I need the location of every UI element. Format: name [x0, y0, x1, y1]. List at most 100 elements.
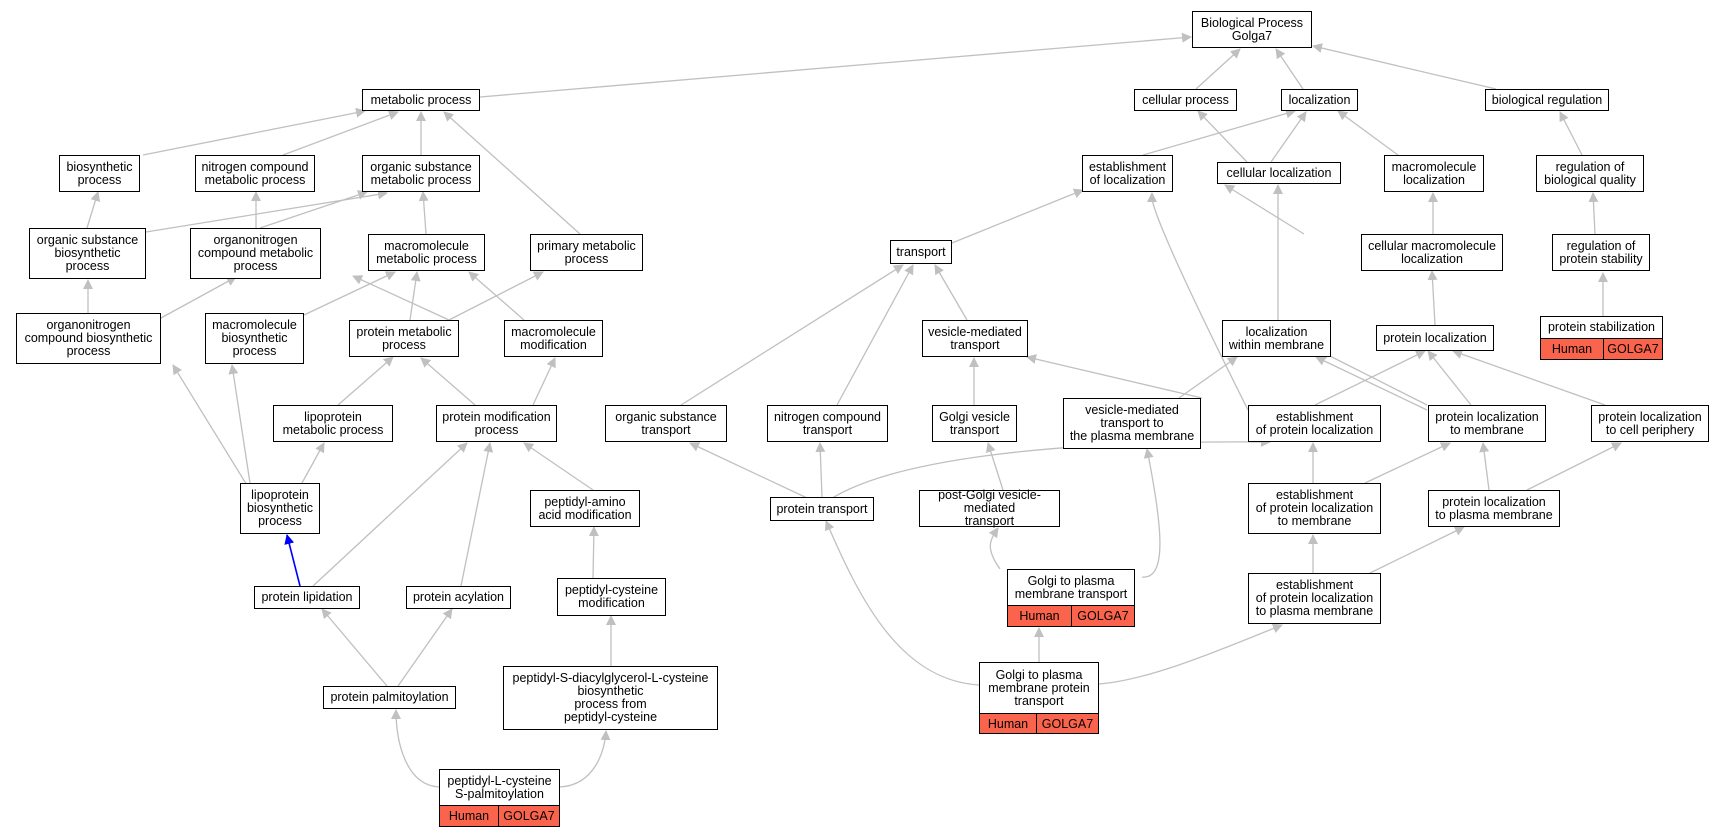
node-establishment-of-localization[interactable]: establishment of localization	[1082, 155, 1173, 192]
graph-edge	[1178, 356, 1238, 399]
node-transport[interactable]: transport	[890, 240, 952, 264]
node-vesicle-mediated-transport-pm[interactable]: vesicle-mediated transport to the plasma…	[1063, 398, 1201, 449]
node-protein-localization[interactable]: protein localization	[1376, 325, 1494, 351]
node-nitrogen-compound-transport[interactable]: nitrogen compound transport	[767, 405, 888, 442]
graph-edge	[1270, 111, 1307, 163]
node-peptidyl-l-cysteine-palmitoylation[interactable]: peptidyl-L-cysteine S-palmitoylation	[439, 769, 560, 806]
node-peptidyl-s-diacylglycerol[interactable]: peptidyl-S-diacylglycerol-L-cysteine bio…	[503, 666, 718, 730]
graph-edge	[680, 264, 904, 406]
graph-edge	[1098, 623, 1283, 685]
node-lipoprotein-metabolic[interactable]: lipoprotein metabolic process	[273, 405, 393, 442]
graph-edge	[1197, 110, 1248, 163]
node-protein-acylation[interactable]: protein acylation	[406, 586, 511, 609]
node-localization-within-membrane[interactable]: localization within membrane	[1222, 320, 1331, 357]
node-golgi-to-pm-transport[interactable]: Golgi to plasma membrane transport	[1007, 569, 1135, 606]
graph-edge	[1479, 442, 1490, 491]
node-macromolecule-metabolic[interactable]: macromolecule metabolic process	[368, 234, 485, 271]
node-biosynthetic-process[interactable]: biosynthetic process	[59, 155, 140, 192]
node-protein-stabilization[interactable]: protein stabilization	[1540, 316, 1663, 339]
graph-edge	[321, 608, 388, 687]
graph-edge	[352, 275, 450, 321]
graph-edge	[1364, 442, 1451, 484]
graph-edge	[443, 111, 581, 235]
node-protein-localization-membrane[interactable]: protein localization to membrane	[1428, 405, 1546, 442]
node-cellular-macromolecule-localization[interactable]: cellular macromolecule localization	[1361, 234, 1503, 271]
golgi-to-pm-transport-gene-badge: GOLGA7	[1071, 605, 1135, 627]
graph-edge	[301, 442, 325, 484]
node-vesicle-mediated-transport[interactable]: vesicle-mediated transport	[922, 320, 1028, 357]
node-macromolecule-modification[interactable]: macromolecule modification	[504, 320, 603, 357]
graph-edge	[1427, 350, 1472, 406]
node-protein-modification[interactable]: protein modification process	[436, 405, 557, 442]
node-macromolecule-localization[interactable]: macromolecule localization	[1384, 155, 1484, 192]
graph-edge	[824, 520, 980, 686]
graph-edge	[1369, 526, 1465, 574]
graph-edge	[337, 356, 394, 406]
node-cellular-process[interactable]: cellular process	[1134, 89, 1237, 111]
node-organic-substance-metabolic[interactable]: organic substance metabolic process	[362, 155, 480, 192]
graph-edge	[228, 364, 251, 484]
node-biological-process[interactable]: Biological Process Golga7	[1192, 11, 1312, 48]
node-protein-lipidation[interactable]: protein lipidation	[254, 586, 360, 609]
graph-edge	[988, 527, 1001, 570]
node-primary-metabolic[interactable]: primary metabolic process	[530, 234, 643, 271]
node-establishment-protein-localization-membrane[interactable]: establishment of protein localization to…	[1248, 483, 1381, 534]
node-establishment-protein-localization-pm[interactable]: establishment of protein localization to…	[1248, 573, 1381, 624]
node-protein-palmitoylation[interactable]: protein palmitoylation	[323, 686, 456, 709]
graph-edge	[1452, 349, 1606, 406]
graph-edge	[1312, 43, 1497, 90]
graph-edge	[448, 271, 544, 321]
peptidyl-l-cysteine-gene-badge: GOLGA7	[498, 805, 560, 827]
node-metabolic-process[interactable]: metabolic process	[362, 89, 480, 111]
node-localization[interactable]: localization	[1281, 89, 1358, 111]
graph-edge	[1559, 111, 1583, 156]
node-protein-transport[interactable]: protein transport	[770, 497, 874, 521]
graph-edge	[836, 264, 914, 406]
node-protein-localization-cell-periphery[interactable]: protein localization to cell periphery	[1591, 405, 1709, 442]
graph-edge	[985, 442, 1004, 491]
node-macromolecule-biosynthetic[interactable]: macromolecule biosynthetic process	[205, 313, 304, 364]
node-cellular-localization[interactable]: cellular localization	[1217, 162, 1341, 184]
node-biological-regulation[interactable]: biological regulation	[1485, 89, 1609, 111]
graph-edge	[1588, 192, 1599, 235]
node-organonitrogen-metabolic[interactable]: organonitrogen compound metabolic proces…	[190, 228, 321, 279]
graph-edge	[479, 32, 1192, 98]
node-lipoprotein-biosynthetic[interactable]: lipoprotein biosynthetic process	[240, 483, 320, 534]
graph-edge	[303, 271, 396, 316]
graph-edge	[1314, 350, 1426, 406]
graph-edge	[1526, 442, 1622, 491]
graph-edge	[815, 442, 826, 498]
node-post-golgi-transport[interactable]: post-Golgi vesicle-mediated transport	[919, 489, 1060, 528]
graph-edge	[397, 608, 453, 687]
node-nitrogen-compound-metabolic[interactable]: nitrogen compound metabolic process	[195, 155, 315, 192]
node-establishment-protein-localization[interactable]: establishment of protein localization	[1248, 405, 1381, 442]
protein-stabilization-species-badge: Human	[1540, 338, 1604, 360]
node-peptidyl-cysteine-modification[interactable]: peptidyl-cysteine modification	[557, 578, 666, 616]
graph-edge	[142, 107, 366, 156]
graph-edge	[391, 709, 440, 788]
graph-edge	[934, 264, 968, 321]
node-regulation-biological-quality[interactable]: regulation of biological quality	[1536, 155, 1644, 192]
graph-edge	[532, 357, 556, 406]
graph-edge	[312, 442, 468, 587]
node-protein-metabolic[interactable]: protein metabolic process	[349, 320, 459, 357]
node-organonitrogen-biosynthetic[interactable]: organonitrogen compound biosynthetic pro…	[16, 313, 161, 364]
node-protein-localization-pm[interactable]: protein localization to plasma membrane	[1428, 490, 1560, 527]
graph-edge	[418, 191, 429, 235]
golgi-to-pm-transport-species-badge: Human	[1007, 605, 1072, 627]
graph-edge	[1427, 270, 1438, 326]
node-organic-substance-biosynthetic[interactable]: organic substance biosynthetic process	[29, 228, 146, 279]
graph-edge	[1141, 448, 1161, 578]
graph-edge	[1337, 110, 1399, 156]
node-golgi-to-pm-protein-transport[interactable]: Golgi to plasma membrane protein transpo…	[979, 662, 1099, 714]
graph-edge	[1319, 350, 1428, 406]
node-golgi-vesicle-transport[interactable]: Golgi vesicle transport	[932, 405, 1017, 442]
graph-edge	[1146, 192, 1249, 411]
graph-edge	[409, 271, 421, 321]
node-organic-substance-transport[interactable]: organic substance transport	[605, 405, 727, 442]
node-regulation-protein-stability[interactable]: regulation of protein stability	[1552, 234, 1650, 271]
node-peptidyl-amino-acid-modification[interactable]: peptidyl-amino acid modification	[530, 490, 640, 527]
graph-edge	[523, 442, 594, 491]
graph-edge	[1195, 48, 1241, 90]
highlighted-edge	[284, 534, 301, 587]
